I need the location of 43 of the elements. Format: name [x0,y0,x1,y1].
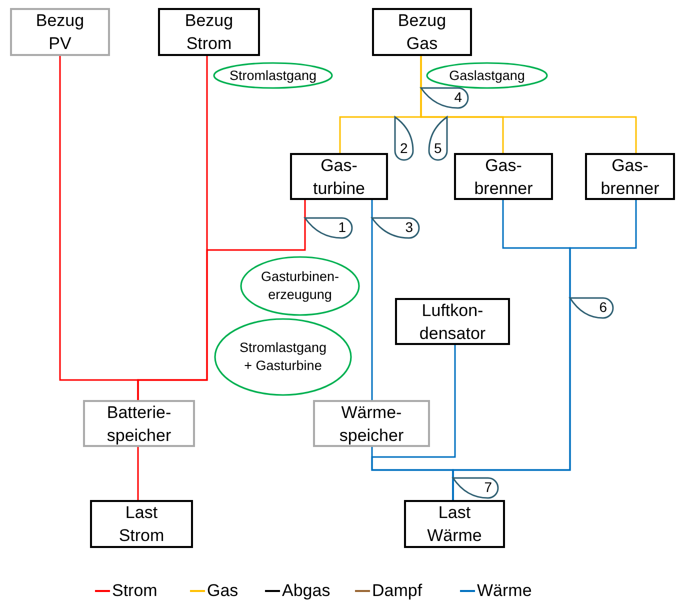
component-box [585,153,675,200]
box-label: Wärme-speicher [339,402,404,446]
box-label: Bezug PV [36,10,84,55]
component-box [10,8,110,56]
callout-number: 5 [434,140,442,156]
connector-line [137,447,139,500]
component-box [313,400,430,447]
callout-number: 3 [405,219,413,235]
box-label: Gas-turbine [313,154,365,200]
callout-number: 2 [400,140,408,156]
callout-number: 1 [338,219,346,235]
callout-number: 6 [599,299,607,315]
box-label: Luftkon-densator [419,300,486,344]
legend-label: Abgas [282,581,330,601]
box-label: Batterie-speicher [106,402,172,446]
connector-line [371,200,373,400]
connector-line [420,56,637,153]
legend-label: Gas [207,581,238,601]
box-label: Gas-brenner [600,154,660,200]
note-text: Gasturbinen-erzeugung [260,268,340,304]
component-box [83,400,195,447]
box-label: Last Strom [118,502,164,547]
legend-label: Wärme [477,581,532,601]
note-text: Gaslastgang [449,66,525,84]
component-box [158,8,260,56]
legend-label: Strom [112,581,158,601]
box-label: Bezug Strom [184,10,234,55]
legend-label: Dampf [372,581,422,601]
callout-number: 4 [454,89,462,105]
component-box [404,500,505,548]
connector-line [452,200,637,500]
box-label: Last Wärme [427,502,482,547]
callout-number: 7 [484,479,492,495]
component-box [372,8,472,56]
component-box [290,153,388,200]
component-box [454,153,553,200]
box-label: Gas-brenner [474,154,533,200]
component-box [395,298,510,345]
note-text: Stromlastgang [229,66,317,84]
note-text: Stromlastgang + Gasturbine [239,339,327,375]
box-label: Bezug Gas [398,10,446,55]
connector-line [137,200,306,400]
component-box [90,500,193,548]
